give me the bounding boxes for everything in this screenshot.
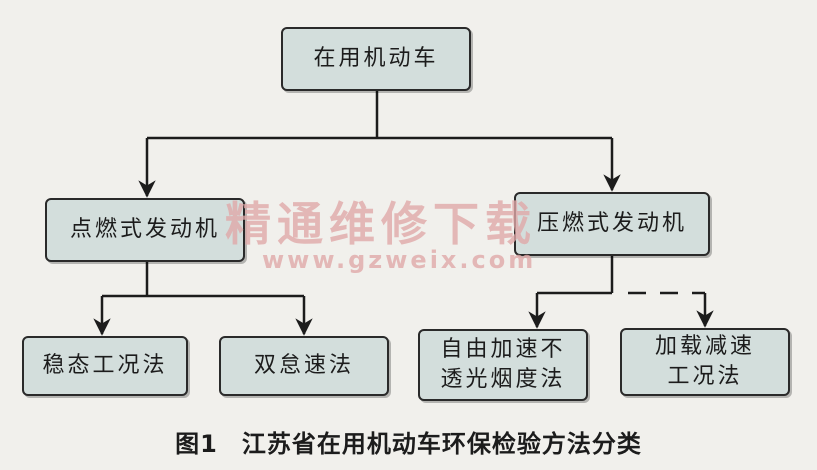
- node-spark-ignition: 点燃式发动机: [45, 198, 245, 262]
- node-loaded-deceleration: 加载减速 工况法: [620, 328, 790, 396]
- node-root-label: 在用机动车: [313, 46, 439, 71]
- node-free-acceleration: 自由加速不 透光烟度法: [418, 329, 588, 401]
- figure-caption: 图1 江苏省在用机动车环保检验方法分类: [0, 424, 817, 459]
- node-compression-ignition-label: 压燃式发动机: [536, 211, 687, 236]
- node-root: 在用机动车: [281, 27, 471, 91]
- node-dual-idle-label: 双怠速法: [253, 353, 354, 378]
- node-steady-state: 稳态工况法: [22, 336, 188, 396]
- node-spark-ignition-label: 点燃式发动机: [69, 217, 220, 242]
- node-dual-idle: 双怠速法: [219, 336, 389, 396]
- figure-number: 图1: [175, 430, 218, 458]
- node-loaded-deceleration-label: 加载减速 工况法: [654, 334, 755, 389]
- node-free-acceleration-label: 自由加速不 透光烟度法: [440, 337, 566, 392]
- node-steady-state-label: 稳态工况法: [42, 353, 168, 378]
- figure-caption-text: 江苏省在用机动车环保检验方法分类: [241, 430, 642, 458]
- node-compression-ignition: 压燃式发动机: [514, 192, 710, 256]
